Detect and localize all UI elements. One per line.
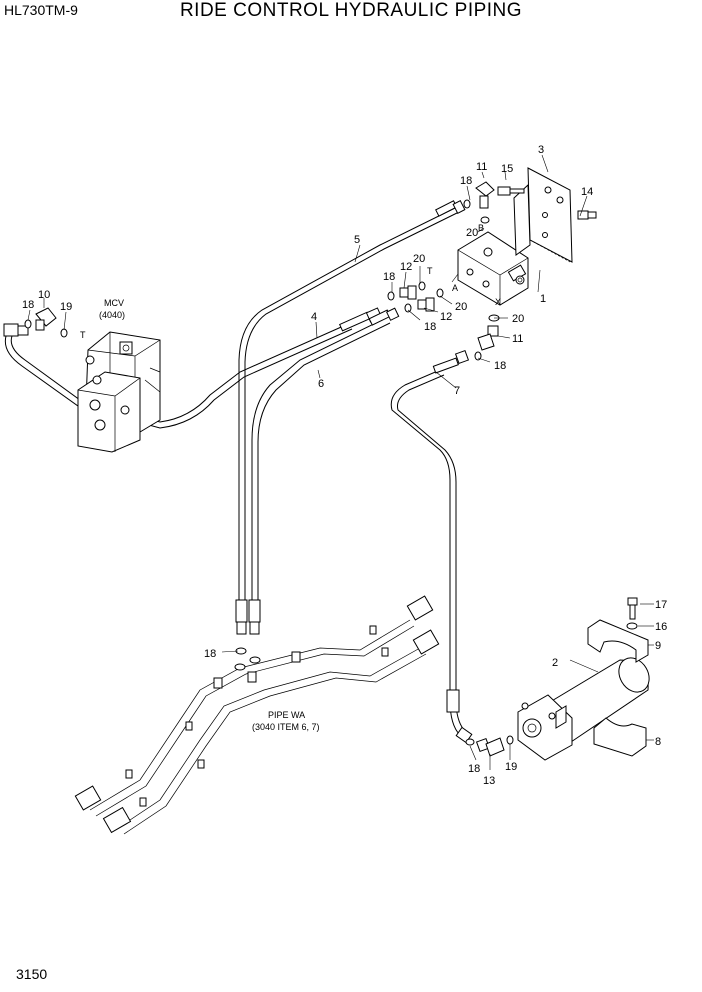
bolt-14 [577,210,597,220]
bolt-17 [627,597,638,620]
callout-2: 2 [552,657,558,669]
pipe-wa [74,595,440,835]
o-ring-20-top [480,216,490,224]
callout-19-bottom: 19 [505,761,517,773]
callout-18-hose7: 18 [494,360,506,372]
callout-20-top: 20 [466,227,478,239]
callout-18-top: 18 [460,175,472,187]
washer-16 [626,622,638,630]
port-b: B [478,223,484,233]
o-ring-20-lower [436,288,444,298]
callout-11-top: 11 [476,161,487,173]
callouts: 1 2 3 4 5 6 7 8 9 10 11 11 12 12 13 14 1… [22,144,667,787]
o-ring-18-pipe-b [249,656,261,664]
valve-block-1 [457,231,529,306]
connector-12-upper [399,285,417,300]
callout-3: 3 [538,144,544,156]
clamp-9 [587,619,649,663]
callout-10: 10 [38,289,50,301]
port-x: X [495,297,501,307]
bracket-3 [513,167,573,263]
o-ring-18-top [463,199,471,209]
callout-13: 13 [483,775,495,787]
bolt-15 [497,186,525,196]
mcv-label-group: MCV (4040) T [80,298,125,340]
callout-20-upper: 20 [413,253,425,265]
pipe-wa-ref: (3040 ITEM 6, 7) [252,722,320,732]
callout-17: 17 [655,599,667,611]
o-ring-18-mcv [24,319,32,329]
callout-18-lower: 18 [424,321,436,333]
o-ring-18-upper [387,291,395,301]
mcv-ref: (4040) [99,310,125,320]
callout-11-right: 11 [512,333,523,345]
hose-7 [390,349,473,744]
callout-8: 8 [655,736,661,748]
callout-18-bottom: 18 [468,763,480,775]
leader-lines [27,154,654,770]
page-number: 3150 [16,966,48,982]
hose-6 [248,307,400,635]
callout-9: 9 [655,640,661,652]
fitting-10 [35,307,57,331]
clamp-8 [593,717,647,757]
callout-7: 7 [454,385,460,397]
callout-16: 16 [655,621,667,633]
callout-12-lower: 12 [440,311,452,323]
elbow-11-right [477,325,499,351]
callout-4: 4 [311,311,317,323]
callout-18-upper: 18 [383,271,395,283]
page-title: RIDE CONTROL HYDRAULIC PIPING [179,0,523,21]
port-t: T [427,266,433,276]
accumulator-2 [517,657,650,761]
callout-5: 5 [354,234,360,246]
o-ring-18-bottom [465,738,475,746]
port-a: A [452,283,458,293]
callout-12-upper: 12 [400,261,412,273]
callout-18-pipe: 18 [204,648,216,660]
callout-15: 15 [501,163,513,175]
o-ring-pipe-c [234,663,246,671]
callout-20-lower: 20 [455,301,467,313]
port-t-mcv: T [80,330,86,340]
connector-12-lower [417,297,435,312]
hose-5 [235,200,466,635]
o-ring-18-lower [404,303,412,313]
o-ring-19-mcv [60,328,68,338]
callout-1: 1 [540,293,546,305]
port-letters: B T A X [427,223,501,307]
callout-18-mcv: 18 [22,299,34,311]
mcv-label: MCV [104,298,124,308]
callout-6: 6 [318,378,324,390]
model-number: HL730TM-9 [4,2,78,18]
callout-20-right: 20 [512,313,524,325]
hose-4 [3,307,383,429]
callout-14: 14 [581,186,593,198]
elbow-11-top [475,181,495,209]
mcv-valve [77,331,161,453]
pipe-wa-label-group: PIPE WA (3040 ITEM 6, 7) [252,710,320,732]
callout-19-mcv: 19 [60,301,72,313]
pipe-wa-label: PIPE WA [268,710,305,720]
o-ring-20-upper [418,281,426,291]
o-ring-19-bottom [506,735,514,745]
o-ring-18-hose7 [474,351,482,361]
elbow-13 [475,737,505,757]
